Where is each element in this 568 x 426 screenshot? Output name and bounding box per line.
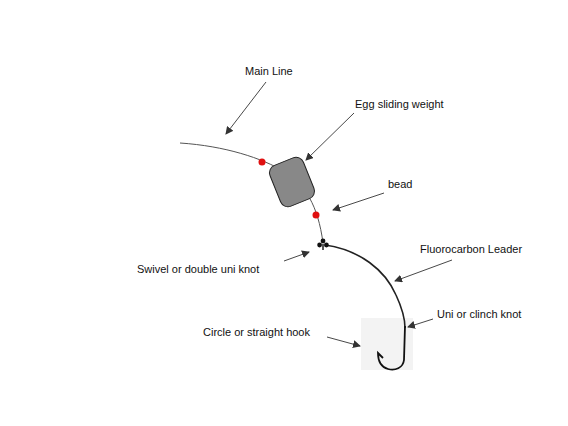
callout-label: Uni or clinch knot bbox=[437, 307, 521, 321]
callout-label: bead bbox=[388, 177, 412, 191]
egg-weight bbox=[267, 155, 317, 209]
callout-label: Fluorocarbon Leader bbox=[420, 242, 522, 256]
callout-label: Main Line bbox=[245, 64, 293, 78]
callout-label: Circle or straight hook bbox=[203, 325, 310, 339]
callout-label: Swivel or double uni knot bbox=[137, 262, 259, 276]
bead bbox=[259, 159, 266, 166]
callout-label: Egg sliding weight bbox=[355, 97, 444, 111]
bead bbox=[313, 212, 320, 219]
hook bbox=[378, 326, 405, 370]
swivel-symbol bbox=[317, 239, 329, 250]
fluorocarbon-leader bbox=[325, 245, 405, 328]
leader-arrows bbox=[226, 82, 452, 346]
main-line bbox=[180, 143, 323, 243]
